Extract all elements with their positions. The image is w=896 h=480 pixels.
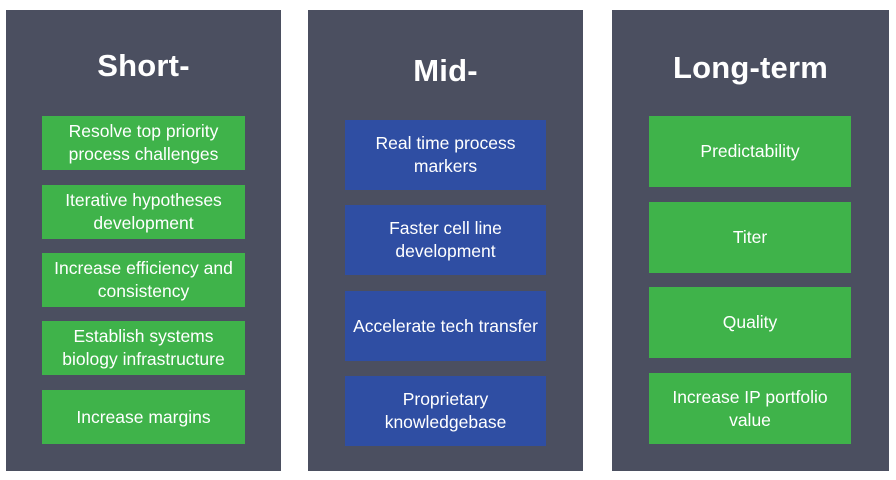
- short-term-item-2: Iterative hypotheses development: [42, 185, 245, 239]
- mid-term-column: Mid- Real time process markers Faster ce…: [308, 10, 583, 471]
- mid-term-item-1: Real time process markers: [345, 120, 546, 190]
- long-term-item-4: Increase IP portfolio value: [649, 373, 851, 444]
- long-term-column: Long-term Predictability Titer Quality I…: [612, 10, 889, 471]
- short-term-item-1: Resolve top priority process challenges: [42, 116, 245, 170]
- long-term-item-3: Quality: [649, 287, 851, 358]
- mid-term-title: Mid-: [413, 53, 478, 88]
- mid-term-item-3: Accelerate tech transfer: [345, 291, 546, 361]
- short-term-title: Short-: [97, 48, 190, 83]
- short-term-item-4: Establish systems biology infrastructure: [42, 321, 245, 375]
- mid-term-item-2: Faster cell line development: [345, 205, 546, 275]
- short-term-item-5: Increase margins: [42, 390, 245, 444]
- mid-term-item-4: Proprietary knowledgebase: [345, 376, 546, 446]
- long-term-title: Long-term: [672, 50, 829, 85]
- long-term-item-1: Predictability: [649, 116, 851, 187]
- short-term-item-3: Increase efficiency and consistency: [42, 253, 245, 307]
- short-term-column: Short- Resolve top priority process chal…: [6, 10, 281, 471]
- long-term-item-2: Titer: [649, 202, 851, 273]
